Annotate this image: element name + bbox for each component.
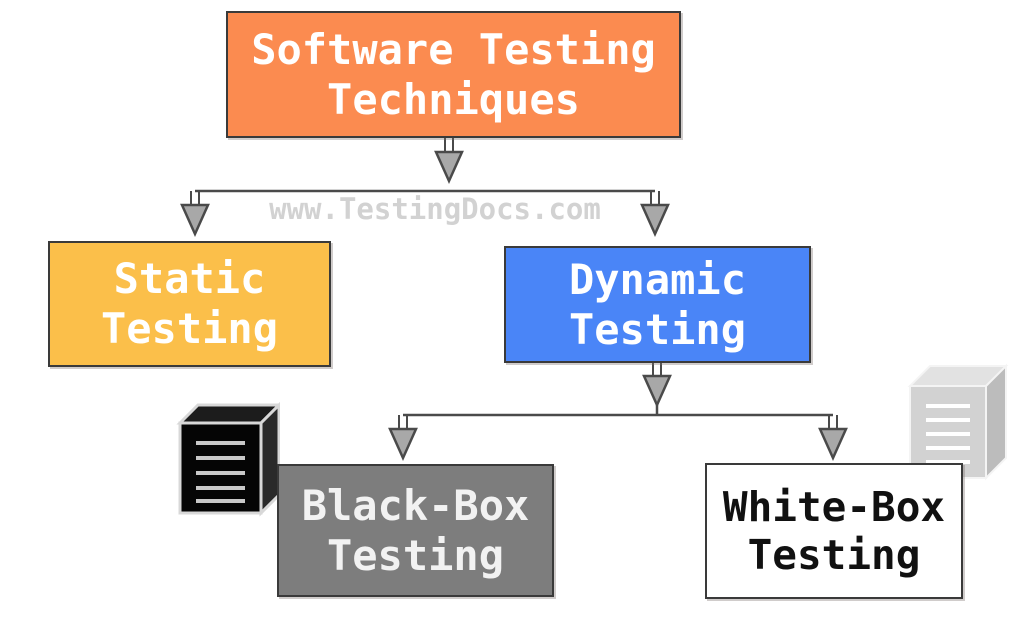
node-white-box-testing[interactable]: White-Box Testing: [705, 463, 963, 599]
watermark-text: www.TestingDocs.com: [269, 192, 601, 226]
node-black-box-testing[interactable]: Black-Box Testing: [277, 464, 554, 597]
black-cube-icon: [176, 401, 280, 517]
node-software-testing-techniques[interactable]: Software Testing Techniques: [226, 11, 681, 138]
node-static-testing[interactable]: Static Testing: [48, 241, 331, 367]
edge-dynamic-to-children: [388, 363, 848, 460]
white-cube-icon: [907, 363, 1009, 481]
node-dynamic-testing[interactable]: Dynamic Testing: [504, 246, 811, 363]
